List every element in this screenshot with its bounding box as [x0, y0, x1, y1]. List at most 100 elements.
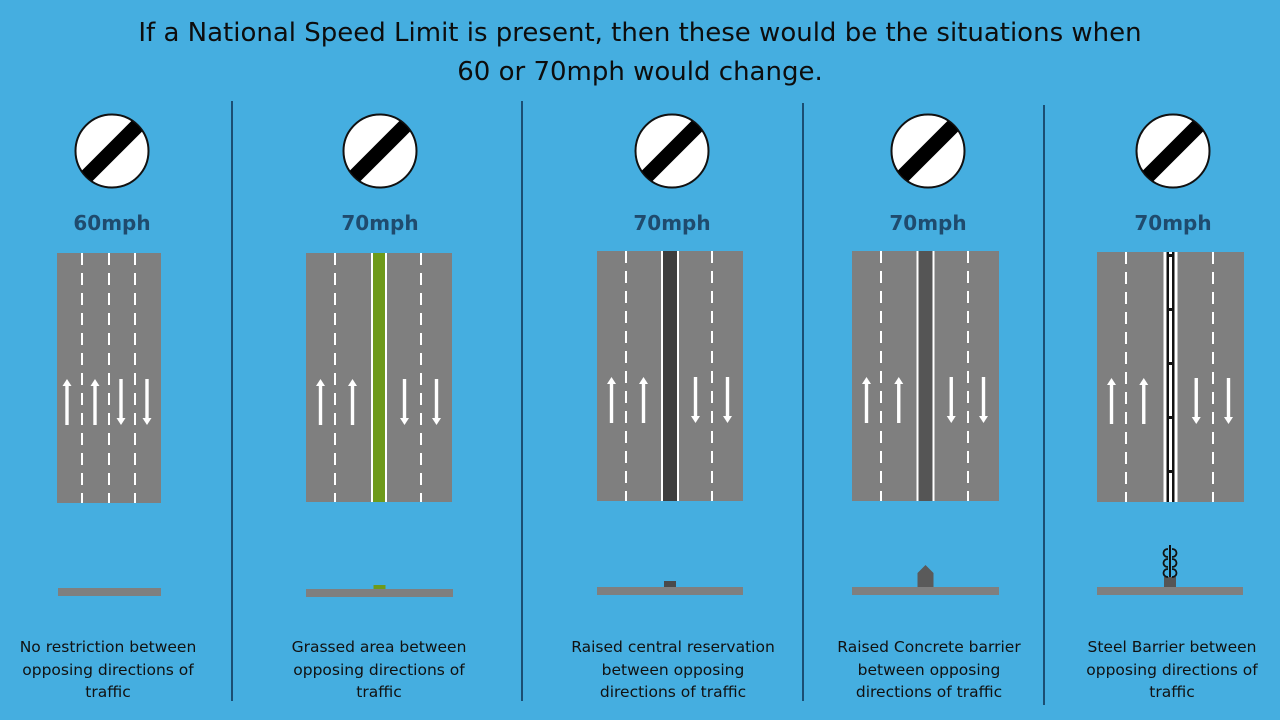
road-cross-section: [1097, 545, 1243, 595]
national-speed-limit-sign-icon: [342, 113, 418, 189]
national-speed-limit-sign-icon: [74, 113, 150, 189]
caption-line: Steel Barrier between: [1087, 638, 1257, 656]
caption-line: traffic: [1149, 683, 1195, 701]
arrow-down-icon: [946, 416, 956, 423]
arrow-down-icon: [116, 418, 126, 425]
arrow-up-icon: [62, 379, 72, 386]
road-section-base: [58, 588, 161, 596]
panel-divider: [521, 101, 523, 701]
caption-line: Raised Concrete barrier: [837, 638, 1021, 656]
road-plan-view: [852, 251, 999, 501]
steel-rail: [1171, 548, 1178, 558]
arrow-up-icon: [862, 377, 871, 384]
arrow-down-icon: [723, 416, 732, 423]
cross-section-diagram: [306, 547, 453, 601]
caption-line: traffic: [356, 683, 402, 701]
central-reservation: [663, 251, 677, 501]
arrow-down-icon: [1191, 417, 1201, 424]
arrow-up-icon: [316, 379, 325, 386]
barrier-post: [1166, 308, 1175, 311]
caption-line: directions of traffic: [599, 683, 747, 701]
caption-line: traffic: [85, 683, 131, 701]
arrow-up-icon: [1139, 378, 1149, 385]
speed-label: 70mph: [1134, 211, 1212, 235]
title-line-2: 60 or 70mph would change.: [457, 57, 823, 87]
speed-label: 70mph: [341, 211, 419, 235]
speed-label: 70mph: [889, 211, 967, 235]
sign-graphic: [634, 113, 710, 189]
arrow-up-icon: [639, 377, 648, 384]
steel-rail: [1162, 548, 1169, 558]
cross-section-diagram: [597, 545, 743, 599]
road-cross-section: [306, 585, 453, 597]
road-diagram: [1097, 252, 1244, 506]
cross-section-diagram: [852, 545, 999, 599]
arrow-down-icon: [400, 418, 409, 425]
road-plan-view: [306, 253, 452, 502]
road-plan-view: [57, 253, 161, 503]
arrow-down-icon: [1224, 417, 1233, 424]
road-cross-section: [58, 588, 161, 596]
road-diagram: [57, 253, 161, 507]
caption-line: opposing directions of: [1086, 660, 1258, 679]
arrow-down-icon: [432, 418, 441, 425]
road-section-base: [852, 587, 999, 595]
road-plan-view: [597, 251, 743, 501]
barrier-post: [1166, 416, 1175, 419]
arrow-up-icon: [1107, 378, 1116, 385]
road-cross-section: [597, 581, 743, 595]
barrier-post: [1166, 254, 1175, 257]
steel-rail: [1171, 558, 1178, 568]
cross-section-diagram: [1097, 545, 1243, 599]
arrow-down-icon: [691, 416, 700, 423]
road-section-base: [1097, 587, 1243, 595]
caption-line: No restriction between: [19, 638, 197, 656]
steel-rail: [1162, 558, 1169, 568]
road-diagram: [597, 251, 743, 505]
national-speed-limit-sign-icon: [1135, 113, 1211, 189]
national-speed-limit-sign-icon: [890, 113, 966, 189]
concrete-barrier-section: [917, 565, 934, 587]
road-cross-section: [852, 565, 999, 595]
panel-caption: No restriction between opposing direction…: [0, 636, 223, 704]
speed-label: 70mph: [633, 211, 711, 235]
arrow-up-icon: [607, 377, 616, 384]
road-diagram: [852, 251, 999, 505]
barrier-post: [1166, 470, 1175, 473]
arrow-up-icon: [348, 379, 357, 386]
panel-divider: [802, 103, 804, 701]
steel-rail: [1171, 568, 1178, 578]
title-line-1: If a National Speed Limit is present, th…: [138, 18, 1142, 48]
road-diagram: [306, 253, 452, 506]
road-plan-view: [1097, 252, 1244, 502]
cross-section-diagram: [58, 546, 161, 600]
arrow-down-icon: [142, 418, 152, 425]
grass-section: [373, 585, 386, 589]
caption-line: between opposing: [601, 660, 745, 679]
caption-line: directions of traffic: [855, 683, 1003, 701]
speed-label: 60mph: [73, 211, 151, 235]
caption-line: opposing directions of: [22, 660, 194, 679]
sign-graphic: [890, 113, 966, 189]
panel-divider: [231, 101, 233, 701]
caption-line: opposing directions of: [293, 660, 465, 679]
panel-caption: Steel Barrier between opposing directions…: [1057, 636, 1280, 704]
road-section-base: [306, 589, 453, 597]
concrete-barrier-median: [918, 251, 933, 501]
panel-divider: [1043, 105, 1045, 705]
panel-caption: Grassed area between opposing directions …: [264, 636, 494, 704]
sign-graphic: [342, 113, 418, 189]
caption-line: Grassed area between: [291, 638, 467, 656]
caption-line: Raised central reservation: [571, 638, 775, 656]
road-section-base: [597, 587, 743, 595]
arrow-up-icon: [90, 379, 100, 386]
sign-graphic: [74, 113, 150, 189]
steel-rail: [1162, 568, 1169, 578]
grass-median: [373, 253, 385, 502]
sign-graphic: [1135, 113, 1211, 189]
page-title: If a National Speed Limit is present, th…: [0, 14, 1280, 92]
reservation-section: [664, 581, 676, 587]
steel-barrier-base: [1164, 577, 1176, 587]
arrow-up-icon: [894, 377, 904, 384]
